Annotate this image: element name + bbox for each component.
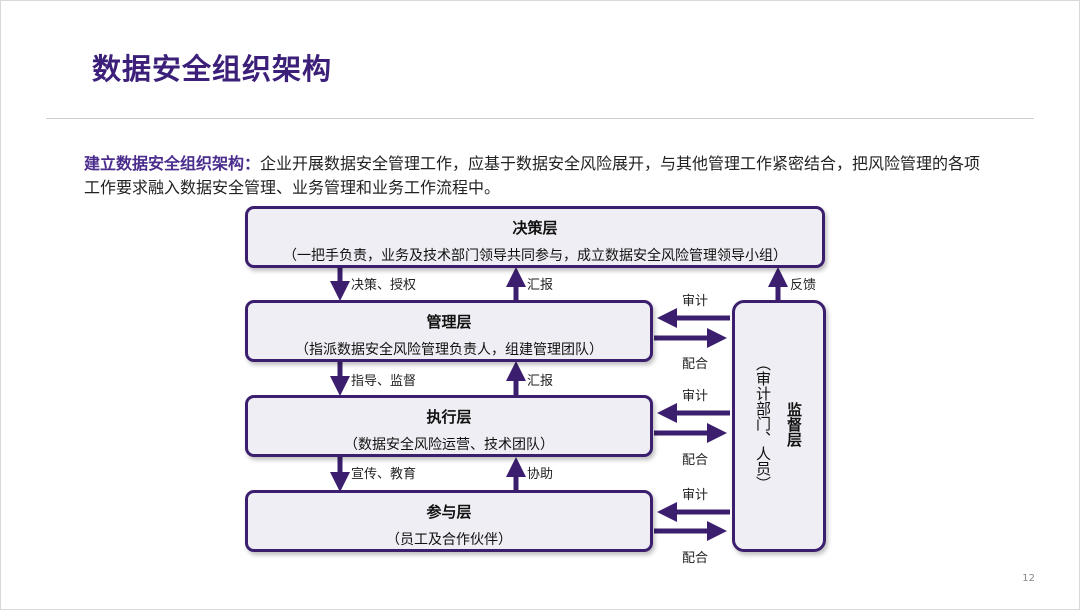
execution-layer-name: 执行层: [426, 408, 472, 426]
label-cooperate-1: 配合: [682, 357, 709, 372]
supervision-layer-desc: （审计部门、人员）: [754, 356, 772, 491]
page-number: 12: [1022, 573, 1035, 584]
label-audit-3: 审计: [682, 488, 709, 503]
label-report-2: 汇报: [527, 374, 554, 389]
execution-layer-desc: （数据安全风险运营、技术团队）: [344, 437, 554, 453]
management-layer-desc: （指派数据安全风险管理负责人，组建管理团队）: [295, 342, 603, 358]
label-audit-2: 审计: [682, 389, 709, 404]
label-guide-supervise: 指导、监督: [351, 374, 417, 389]
label-feedback: 反馈: [790, 278, 817, 293]
supervision-layer-box: [732, 300, 826, 552]
participation-layer-box: 参与层 （员工及合作伙伴）: [245, 490, 653, 552]
management-layer-name: 管理层: [426, 313, 472, 331]
label-publicize-educate: 宣传、教育: [351, 467, 417, 482]
decision-layer-box: 决策层 （一把手负责，业务及技术部门领导共同参与，成立数据安全风险管理领导小组）: [245, 206, 825, 268]
supervision-layer-name: 监督层: [785, 402, 803, 447]
intro-text: 企业开展数据安全管理工作，应基于数据安全风险展开，与其他管理工作紧密结合，把风险…: [84, 154, 981, 197]
label-report-1: 汇报: [527, 278, 554, 293]
page-title: 数据安全组织架构: [92, 52, 333, 86]
label-cooperate-2: 配合: [682, 453, 709, 468]
label-decision-authorize: 决策、授权: [351, 278, 417, 293]
management-layer-box: 管理层 （指派数据安全风险管理负责人，组建管理团队）: [245, 300, 653, 362]
label-audit-1: 审计: [682, 294, 709, 309]
decision-layer-name: 决策层: [512, 219, 558, 237]
intro-paragraph: 建立数据安全组织架构：企业开展数据安全管理工作，应基于数据安全风险展开，与其他管…: [84, 152, 989, 200]
title-divider: [46, 118, 1034, 119]
decision-layer-desc: （一把手负责，业务及技术部门领导共同参与，成立数据安全风险管理领导小组）: [283, 248, 787, 264]
intro-lead: 建立数据安全组织架构：: [84, 154, 261, 173]
participation-layer-desc: （员工及合作伙伴）: [386, 532, 512, 548]
execution-layer-box: 执行层 （数据安全风险运营、技术团队）: [245, 395, 653, 457]
label-cooperate-3: 配合: [682, 551, 709, 566]
participation-layer-name: 参与层: [426, 503, 472, 521]
label-assist: 协助: [527, 467, 554, 482]
